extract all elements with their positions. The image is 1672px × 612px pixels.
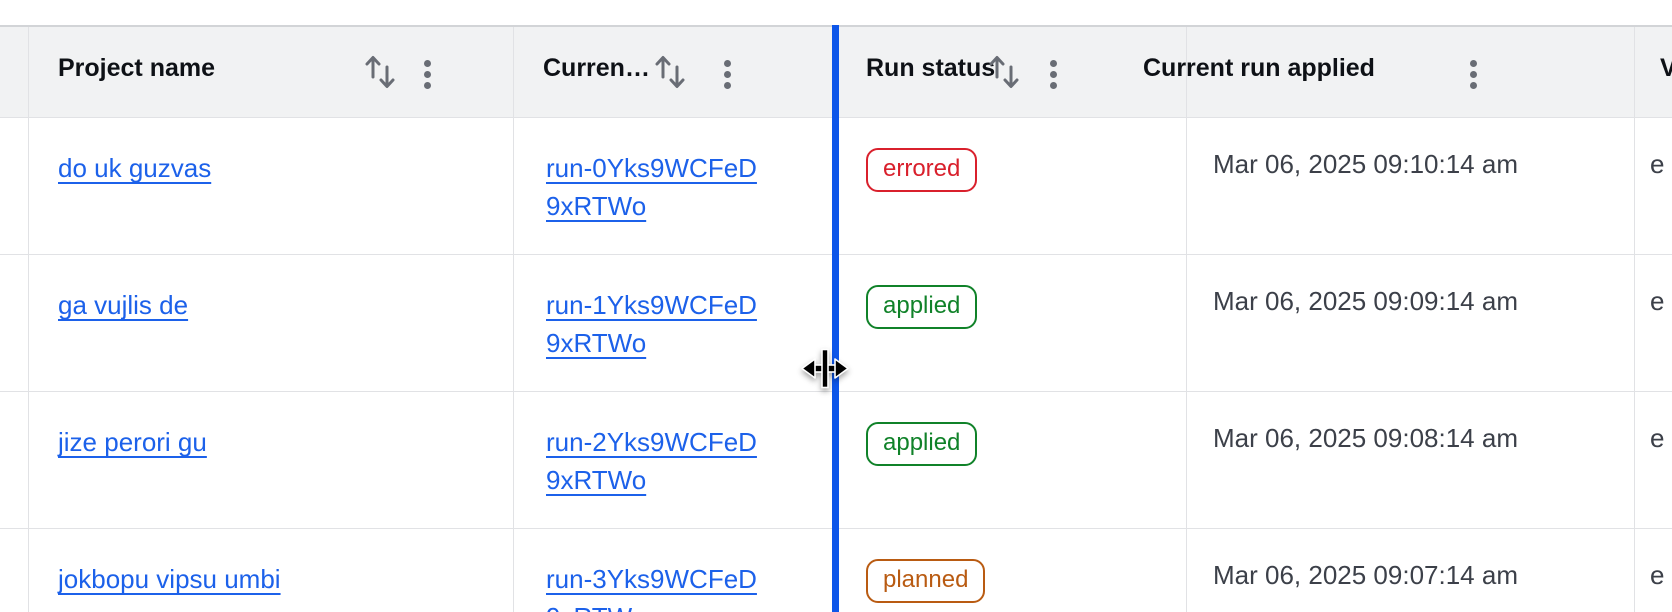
column-separator — [28, 27, 29, 612]
run-id-line2: 9xRTWo — [546, 191, 647, 221]
current-run-applied-timestamp: Mar 06, 2025 09:08:14 am — [1213, 423, 1518, 453]
column-separator — [513, 27, 514, 612]
run-status-badge: applied — [866, 422, 978, 466]
run-link[interactable]: run-0Yks9WCFeD 9xRTWo — [546, 149, 757, 225]
table-row: do uk guzvas run-0Yks9WCFeD 9xRTWo error… — [0, 117, 1672, 254]
sort-icon[interactable] — [362, 53, 398, 91]
sort-icon[interactable] — [652, 53, 688, 91]
current-run-applied-timestamp: Mar 06, 2025 09:10:14 am — [1213, 149, 1518, 179]
run-link[interactable]: run-2Yks9WCFeD 9xRTWo — [546, 423, 757, 499]
table-row: jokbopu vipsu umbi run-3Yks9WCFeD 9xRTWo… — [0, 528, 1672, 612]
project-link[interactable]: jize perori gu — [58, 427, 207, 457]
column-separator — [1186, 27, 1187, 612]
kebab-menu-icon[interactable] — [1050, 60, 1057, 89]
run-link[interactable]: run-1Yks9WCFeD 9xRTWo — [546, 286, 757, 362]
column-separator — [1634, 27, 1635, 612]
run-status-badge: applied — [866, 285, 978, 329]
kebab-menu-icon[interactable] — [724, 60, 731, 89]
run-id-line1: run-3Yks9WCFeD — [546, 564, 757, 594]
run-status-badge: planned — [866, 559, 986, 603]
run-id-line1: run-1Yks9WCFeD — [546, 290, 757, 320]
column-header-project-name[interactable]: Project name — [58, 54, 216, 82]
column-resize-indicator[interactable] — [832, 25, 839, 612]
run-link[interactable]: run-3Yks9WCFeD 9xRTWo — [546, 560, 757, 612]
kebab-menu-icon[interactable] — [424, 60, 431, 89]
run-id-line1: run-0Yks9WCFeD — [546, 153, 757, 183]
run-id-line1: run-2Yks9WCFeD — [546, 427, 757, 457]
kebab-menu-icon[interactable] — [1470, 60, 1477, 89]
current-run-applied-timestamp: Mar 06, 2025 09:09:14 am — [1213, 286, 1518, 316]
column-header-run-status[interactable]: Run status — [866, 54, 996, 82]
run-id-line2: 9xRTWo — [546, 465, 647, 495]
current-run-applied-timestamp: Mar 06, 2025 09:07:14 am — [1213, 560, 1518, 590]
run-status-badge: errored — [866, 148, 978, 192]
next-column-cell-fragment: e — [1650, 286, 1665, 316]
next-column-cell-fragment: e — [1650, 560, 1665, 590]
project-link[interactable]: ga vujlis de — [58, 290, 189, 320]
column-resize-cursor-icon — [800, 348, 850, 395]
project-link[interactable]: jokbopu vipsu umbi — [58, 564, 281, 594]
column-header-current-run-applied[interactable]: Current run applied — [1143, 54, 1375, 82]
run-id-line2: 9xRTWo — [546, 598, 757, 612]
column-header-current-run[interactable]: Curren… — [543, 54, 650, 82]
column-header-next[interactable]: V — [1660, 54, 1672, 82]
sort-icon[interactable] — [986, 53, 1022, 91]
run-id-line2: 9xRTWo — [546, 328, 647, 358]
table-row: jize perori gu run-2Yks9WCFeD 9xRTWo app… — [0, 391, 1672, 528]
project-link[interactable]: do uk guzvas — [58, 153, 212, 183]
next-column-cell-fragment: e — [1650, 149, 1665, 179]
table-row: ga vujlis de run-1Yks9WCFeD 9xRTWo appli… — [0, 254, 1672, 391]
next-column-cell-fragment: e — [1650, 423, 1665, 453]
